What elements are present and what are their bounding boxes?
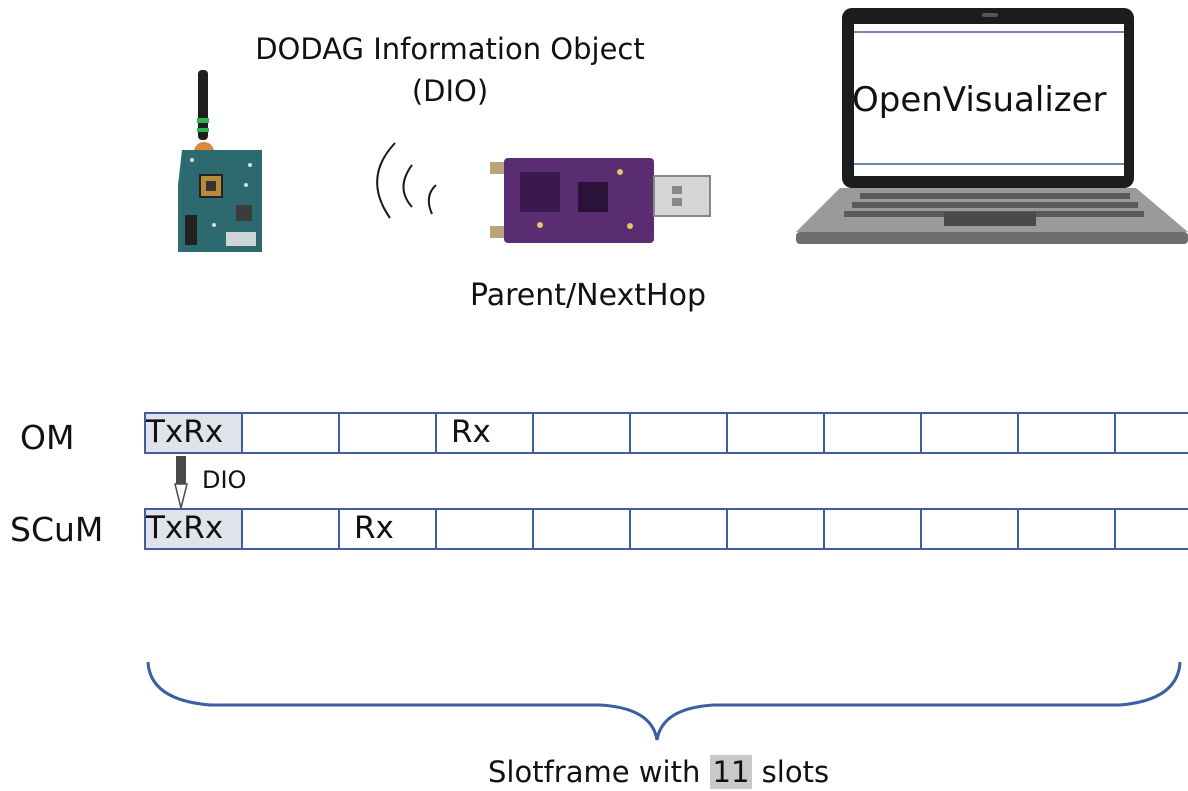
laptop-image xyxy=(796,8,1188,244)
dio-title-line1: DODAG Information Object xyxy=(255,32,645,66)
dio-arrow-icon xyxy=(174,456,188,509)
dio-title: DODAG Information Object (DIO) xyxy=(230,28,670,112)
slot: TxRx xyxy=(144,412,241,454)
slot-text: Rx xyxy=(354,510,394,546)
slot: Rx xyxy=(338,508,435,550)
mote-board-image xyxy=(178,70,262,252)
dio-arrow-label: DIO xyxy=(202,466,247,494)
radio-waves-icon xyxy=(376,142,437,219)
slot xyxy=(1114,508,1188,550)
slot xyxy=(1017,508,1114,550)
slot xyxy=(629,508,726,550)
slotframe-caption: Slotframe with 11 slots xyxy=(488,755,830,789)
slot-text: TxRx xyxy=(146,414,224,450)
slot xyxy=(920,508,1017,550)
slot xyxy=(241,412,338,454)
caption-prefix: Slotframe with xyxy=(488,755,710,789)
slot xyxy=(338,412,435,454)
slot xyxy=(435,508,532,550)
caption-suffix: slots xyxy=(752,755,830,789)
slot xyxy=(1114,412,1188,454)
caption-slot-count: 11 xyxy=(709,755,753,789)
slot xyxy=(920,412,1017,454)
usb-dongle-image xyxy=(490,158,711,243)
slot xyxy=(1017,412,1114,454)
laptop-screen-label: OpenVisualizer xyxy=(852,80,1107,120)
row-label-om: OM xyxy=(20,418,75,457)
slot xyxy=(823,412,920,454)
slot: TxRx xyxy=(144,508,241,550)
slot xyxy=(532,412,629,454)
slot-row-om: TxRx Rx xyxy=(144,412,1188,454)
slot xyxy=(726,412,823,454)
slot xyxy=(726,508,823,550)
slot-text: TxRx xyxy=(146,510,224,546)
slotframe-brace xyxy=(146,661,1182,741)
parent-label: Parent/NextHop xyxy=(470,278,706,313)
dio-title-line2: (DIO) xyxy=(411,74,489,109)
slot: Rx xyxy=(435,412,532,454)
slot xyxy=(629,412,726,454)
slot xyxy=(532,508,629,550)
slot-text: Rx xyxy=(451,414,491,450)
row-label-scum: SCuM xyxy=(10,510,104,549)
slot-row-scum: TxRx Rx xyxy=(144,508,1188,550)
slot xyxy=(241,508,338,550)
slot xyxy=(823,508,920,550)
